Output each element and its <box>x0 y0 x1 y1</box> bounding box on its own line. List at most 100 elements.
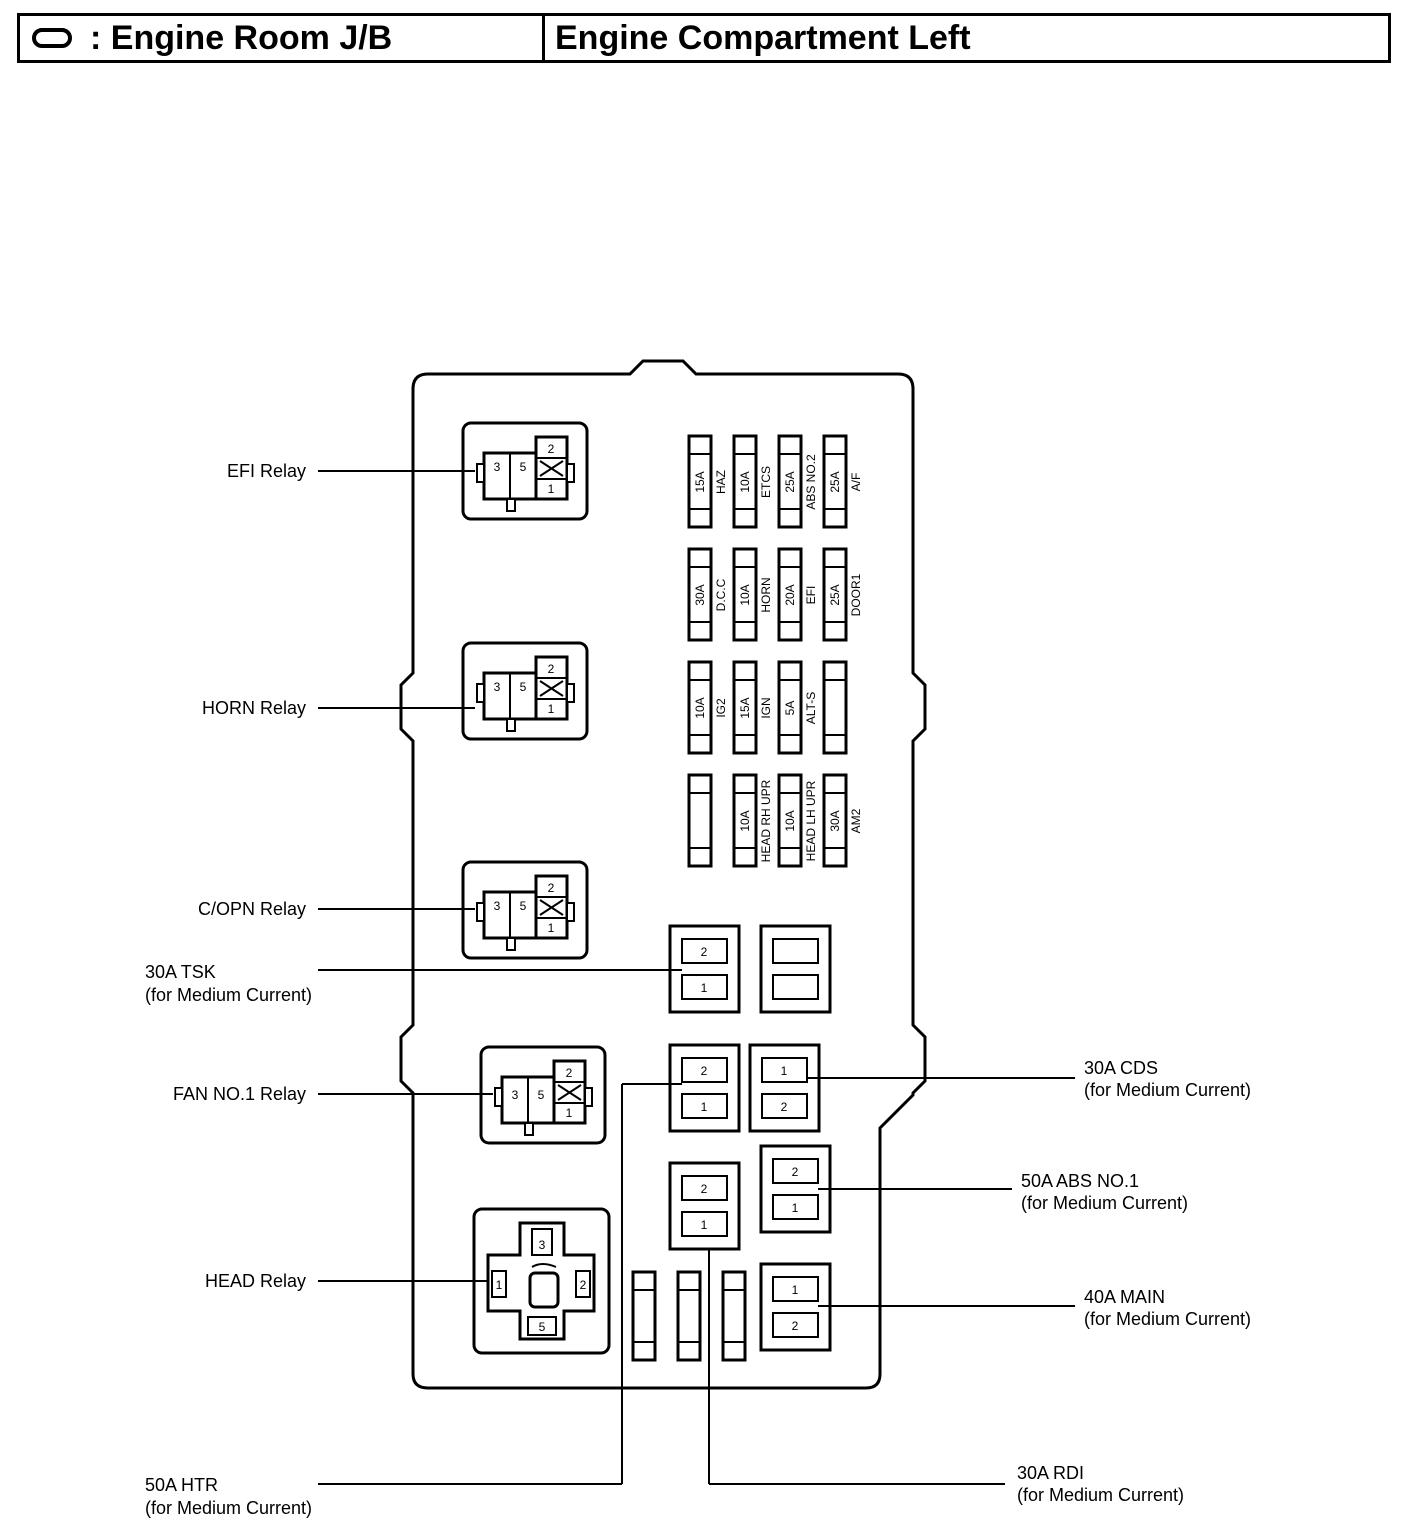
abs1-pin-2: 2 <box>792 1165 799 1179</box>
label-horn-relay: HORN Relay <box>202 698 306 718</box>
copn-pin-1: 1 <box>548 921 555 935</box>
fuse-row-4: 10A HEAD RH UPR 10A HEAD LH UPR 30A AM2 <box>687 773 863 868</box>
fuse-abs2-name: ABS NO.2 <box>804 454 818 510</box>
fuse-empty-r4 <box>687 773 713 868</box>
rdi-pin-2: 2 <box>701 1182 708 1196</box>
fuse-dcc-name: D.C.C <box>714 578 728 611</box>
fuse-af-amp: 25A <box>828 471 842 492</box>
tsk-pin-1: 1 <box>701 981 708 995</box>
label-abs1-note: (for Medium Current) <box>1021 1193 1188 1213</box>
horn-pin-1: 1 <box>548 702 555 716</box>
fuse-abs2: 25A ABS NO.2 <box>777 434 818 529</box>
rdi-pin-1: 1 <box>701 1218 708 1232</box>
fuse-dcc-amp: 30A <box>693 584 707 605</box>
diagram-header: : Engine Room J/B Engine Compartment Lef… <box>17 13 1391 63</box>
head-pin-3: 3 <box>539 1238 546 1252</box>
fuse-head-lh-upr-amp: 10A <box>783 810 797 831</box>
label-main-name: 40A MAIN <box>1084 1287 1165 1307</box>
efi-pin-1: 1 <box>548 482 555 496</box>
fuse-alts-amp: 5A <box>783 701 797 716</box>
efi-pin-2: 2 <box>548 442 555 456</box>
fuse-row-2: 30A D.C.C 10A HORN 20A EFI 25A DOOR1 <box>687 547 863 642</box>
fuse-etcs-amp: 10A <box>738 471 752 492</box>
main-pin-2: 2 <box>792 1319 799 1333</box>
fuse-ig2-amp: 10A <box>693 697 707 718</box>
fuse-ign-name: IGN <box>759 697 773 718</box>
fuse-alts-name: ALT-S <box>804 692 818 724</box>
fuse-af-name: A/F <box>849 473 863 492</box>
label-htr-name: 50A HTR <box>145 1475 218 1495</box>
fuse-cds: 1 2 <box>748 1043 821 1133</box>
fuse-door1-amp: 25A <box>828 584 842 605</box>
fuse-spare-medium <box>759 924 832 1014</box>
fuse-head-rh-upr: 10A HEAD RH UPR <box>732 773 773 868</box>
fuse-head-lh-upr-name: HEAD LH UPR <box>804 780 818 861</box>
fan1-pin-2: 2 <box>566 1066 573 1080</box>
label-fan1-relay: FAN NO.1 Relay <box>173 1084 306 1104</box>
label-head-relay: HEAD Relay <box>205 1271 306 1291</box>
header-left-cell: : Engine Room J/B <box>20 16 545 60</box>
fuse-row-3: 10A IG2 15A IGN 5A ALT-S <box>687 660 848 755</box>
label-tsk-name: 30A TSK <box>145 962 216 982</box>
empty-slots-bottom <box>631 1270 747 1362</box>
label-copn-relay: C/OPN Relay <box>198 899 306 919</box>
label-tsk-note: (for Medium Current) <box>145 985 312 1005</box>
label-main-note: (for Medium Current) <box>1084 1309 1251 1329</box>
htr-pin-1: 1 <box>701 1100 708 1114</box>
fuse-ign-amp: 15A <box>738 697 752 718</box>
fuse-haz-amp: 15A <box>693 471 707 492</box>
fuse-horn-amp: 10A <box>738 584 752 605</box>
horn-pin-3: 3 <box>494 680 501 694</box>
label-abs1-name: 50A ABS NO.1 <box>1021 1171 1139 1191</box>
leader-lines <box>318 470 1075 1485</box>
fuse-horn: 10A HORN <box>732 547 773 642</box>
header-right-cell: Engine Compartment Left <box>545 16 971 60</box>
fuse-head-rh-upr-name: HEAD RH UPR <box>759 779 773 862</box>
head-relay: 3 1 2 5 <box>472 1207 611 1355</box>
efi-pin-3: 3 <box>494 460 501 474</box>
fuse-rdi: 2 1 <box>668 1161 741 1251</box>
label-cds-note: (for Medium Current) <box>1084 1080 1251 1100</box>
header-right-title: Engine Compartment Left <box>555 18 971 57</box>
fuse-haz-name: HAZ <box>714 470 728 494</box>
fuse-ig2-name: IG2 <box>714 698 728 718</box>
oval-connector-icon <box>32 28 72 48</box>
head-pin-2: 2 <box>580 1278 587 1292</box>
fuse-efi-amp: 20A <box>783 584 797 605</box>
fuse-etcs-name: ETCS <box>759 466 773 498</box>
fuse-door1-name: DOOR1 <box>849 573 863 616</box>
main-pin-1: 1 <box>792 1283 799 1297</box>
abs1-pin-1: 1 <box>792 1201 799 1215</box>
label-rdi-note: (for Medium Current) <box>1017 1485 1184 1505</box>
fuse-efi: 20A EFI <box>777 547 818 642</box>
efi-relay: 3 5 2 1 <box>461 421 589 521</box>
horn-pin-5: 5 <box>520 680 527 694</box>
fuse-haz: 15A HAZ <box>687 434 728 529</box>
label-cds-name: 30A CDS <box>1084 1058 1158 1078</box>
efi-pin-5: 5 <box>520 460 527 474</box>
copn-pin-5: 5 <box>520 899 527 913</box>
fuse-etcs: 10A ETCS <box>732 434 773 529</box>
fuse-am2-name: AM2 <box>849 808 863 833</box>
cds-pin-2: 2 <box>781 1100 788 1114</box>
horn-pin-2: 2 <box>548 662 555 676</box>
fuse-door1: 25A DOOR1 <box>822 547 863 642</box>
fuse-head-lh-upr: 10A HEAD LH UPR <box>777 773 818 868</box>
copn-pin-2: 2 <box>548 881 555 895</box>
fuse-ig2: 10A IG2 <box>687 660 728 755</box>
empty-slot <box>631 1270 657 1362</box>
head-pin-5: 5 <box>539 1320 546 1334</box>
fuse-abs1: 2 1 <box>759 1144 832 1234</box>
fan1-pin-5: 5 <box>538 1088 545 1102</box>
label-htr-note: (for Medium Current) <box>145 1498 312 1518</box>
cds-pin-1: 1 <box>781 1064 788 1078</box>
htr-pin-2: 2 <box>701 1064 708 1078</box>
copn-relay: 3 5 2 1 <box>461 860 589 960</box>
fuse-am2: 30A AM2 <box>822 773 863 868</box>
fuse-efi-name: EFI <box>804 586 818 605</box>
fuse-empty-r3 <box>822 660 848 755</box>
copn-pin-3: 3 <box>494 899 501 913</box>
tsk-pin-2: 2 <box>701 945 708 959</box>
fan1-pin-1: 1 <box>566 1106 573 1120</box>
